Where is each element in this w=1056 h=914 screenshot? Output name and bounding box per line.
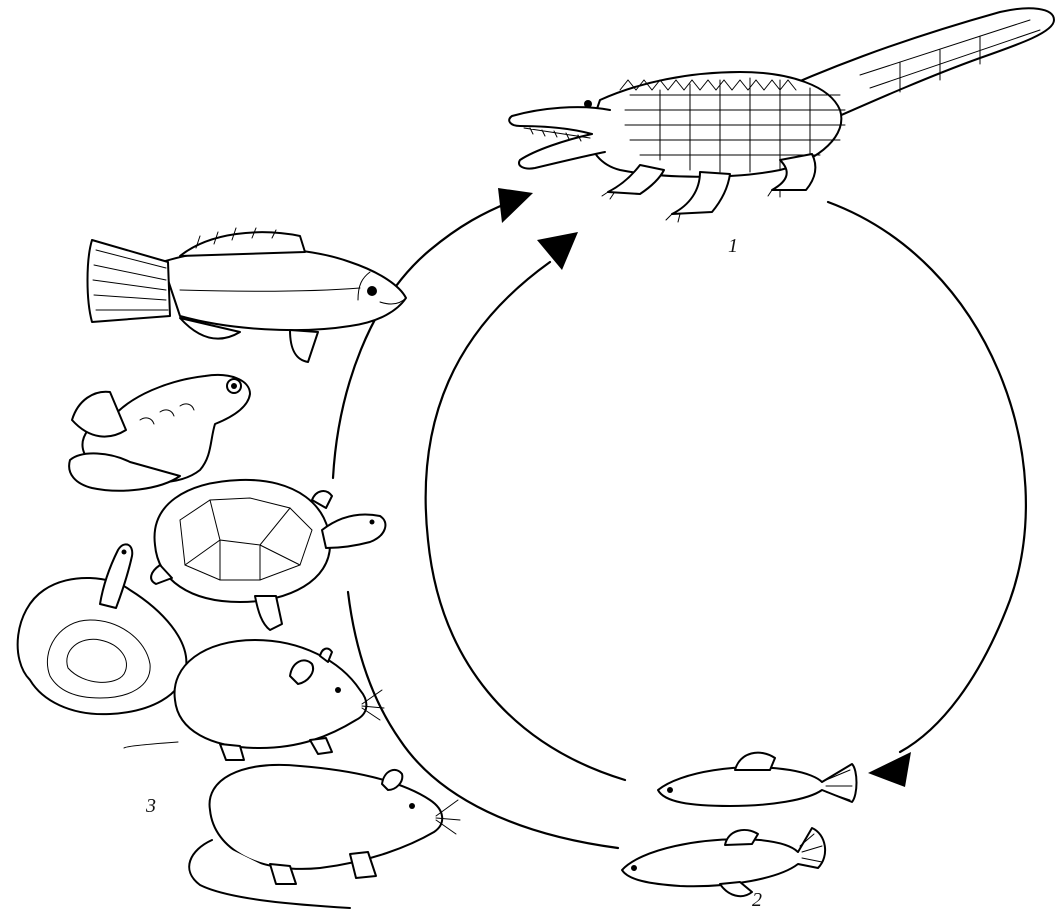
small-fish-icon [622,753,857,897]
rat-icon [189,765,460,908]
arrow-predator-to-small-fish [828,202,1026,752]
frog-icon [69,375,250,491]
arrowhead-outer-at-predator [498,188,533,223]
cycle-arrows [333,188,1026,848]
bass-fish-icon [88,228,407,362]
arrow-prey-to-predator [333,202,510,478]
arrowhead-inner-at-predator [537,232,578,270]
arrowhead-at-small-fish [868,752,911,787]
label-predator: 1 [728,236,738,256]
arrow-small-fish-to-predator [426,262,625,780]
label-prey-animals: 3 [146,796,156,816]
alligator-icon [509,8,1054,222]
label-small-fish: 2 [752,890,762,910]
